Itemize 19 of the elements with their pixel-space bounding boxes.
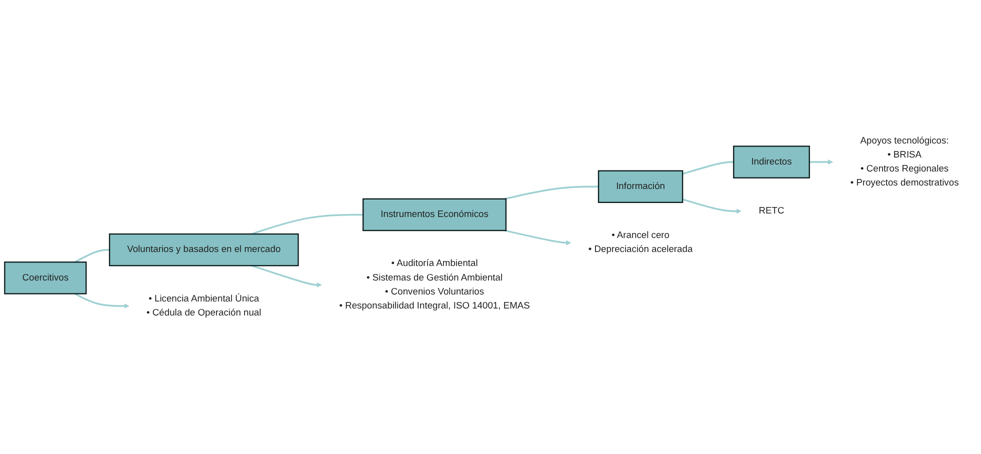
arrow [251,264,322,288]
node-box: Voluntarios y basados en el mercado [108,233,299,266]
node-box: Coercitivos [4,262,87,294]
node-box: Indirectos [733,146,810,178]
connector [251,214,364,235]
arrow [809,159,834,165]
node-text: • Auditoría Ambiental • Sistemas de Gestión Ambiental • Convenios Voluntarios • Responsabilidad Integral, ISO 14001, EMAS [339,258,530,311]
arrow [682,198,742,214]
node-text: Apoyos tecnológicos: • BRISA • Centros Regionales • Proyectos demostrativos [850,136,959,188]
arrow [504,230,572,246]
node-text: • Licencia Ambiental Única • Cédula de Operación nual [146,294,262,318]
connector [682,161,734,175]
connector [74,248,110,263]
node-text: • Arancel cero • Depreciación acelerada [588,230,693,255]
node-box: Información [598,170,684,203]
node-box: Instrumentos Económicos [362,198,507,232]
arrow [74,292,130,309]
node-text: RETC [758,206,784,216]
connector [504,186,599,200]
